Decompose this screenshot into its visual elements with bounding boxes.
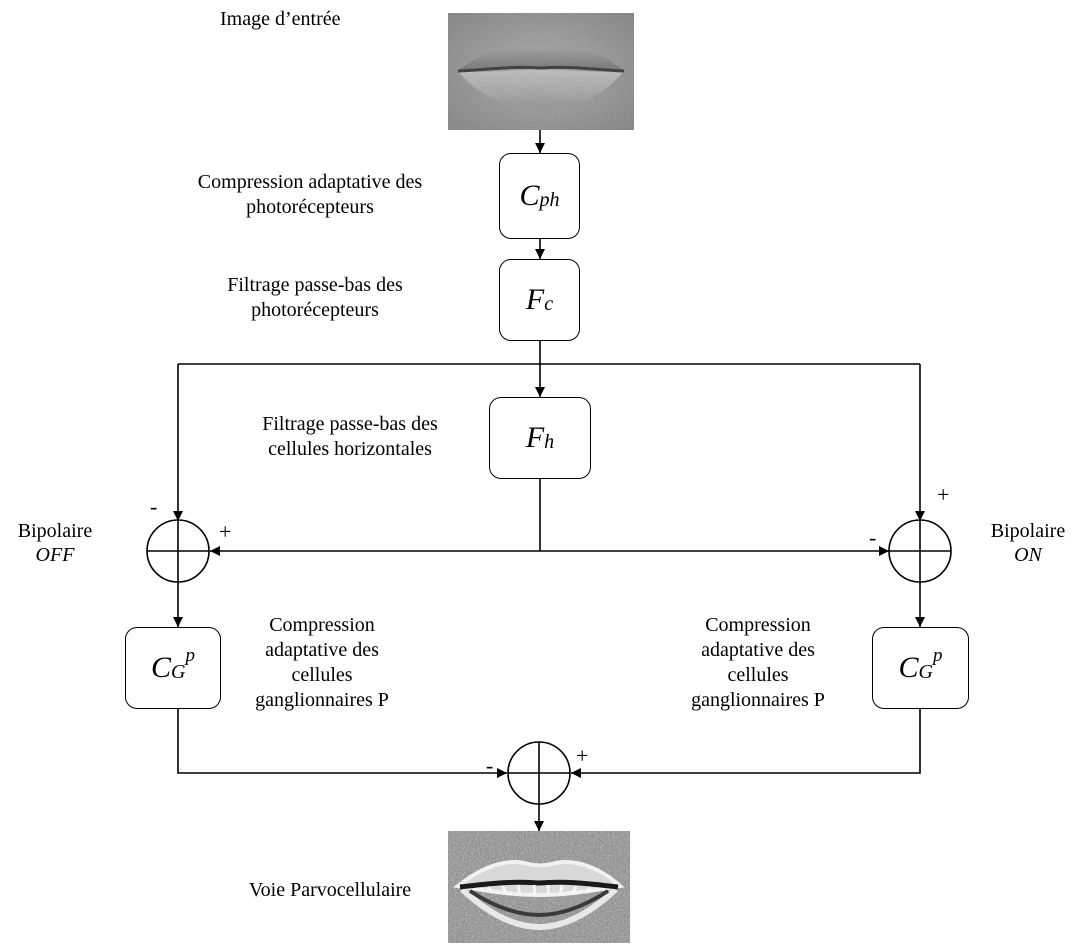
input-image-label: Image d’entrée [220, 8, 341, 30]
fc-label-line1: Filtrage passe-bas des [227, 274, 403, 296]
input-image [448, 13, 634, 130]
cph-subscript: ph [539, 188, 560, 211]
ganglion-label-left-line2: adaptative des [265, 639, 379, 661]
sign-off-plus: + [219, 519, 232, 544]
ganglion-label-right-line2: adaptative des [701, 639, 815, 661]
ganglion-label-right-line4: ganglionnaires P [691, 689, 825, 711]
cgp-right-subscript: G [918, 660, 933, 683]
output-image [448, 831, 630, 943]
sign-out-plus: + [576, 743, 589, 768]
cgp-right-superscript: p [932, 645, 943, 666]
ganglion-label-left-line3: cellules [291, 664, 353, 686]
bipolar-off-label-line2: OFF [35, 544, 75, 566]
cgp-right-symbol: C [898, 651, 919, 684]
sign-off-minus: - [150, 494, 158, 519]
sign-on-plus: + [937, 482, 950, 507]
cph-label-line2: photorécepteurs [246, 196, 374, 218]
fc-label-line2: photorécepteurs [251, 299, 379, 321]
ganglion-label-right-line1: Compression [705, 614, 811, 636]
fc-symbol: F [525, 283, 545, 316]
ganglion-label-left-line1: Compression [269, 614, 375, 636]
bipolar-on-label-line1: Bipolaire [990, 520, 1066, 542]
fh-subscript: h [544, 430, 555, 453]
sign-on-minus: - [869, 525, 877, 550]
ganglion-label-right-line3: cellules [727, 664, 789, 686]
ganglion-label-left-line4: ganglionnaires P [255, 689, 389, 711]
bipolar-off-label-line1: Bipolaire [17, 520, 93, 542]
fh-label-line2: cellules horizontales [268, 438, 432, 460]
arrow-left-cgp-to-final-sum [177, 709, 507, 778]
fh-symbol: F [525, 421, 545, 454]
fc-subscript: c [544, 292, 554, 315]
cgp-left-superscript: p [185, 645, 195, 666]
cph-label-line1: Compression adaptative des [197, 171, 423, 193]
bipolar-on-label-line2: ON [1014, 544, 1042, 566]
output-image-label: Voie Parvocellulaire [248, 879, 412, 901]
summing-junction-off [146, 519, 210, 583]
summing-junction-on [888, 519, 952, 583]
sign-out-minus: - [486, 753, 494, 778]
cgp-left-symbol: C [151, 651, 172, 684]
cgp-left-subscript: G [171, 660, 186, 683]
summing-junction-output [507, 741, 571, 805]
fh-label-line1: Filtrage passe-bas des [262, 413, 438, 435]
cph-symbol: C [519, 179, 540, 212]
arrow-right-cgp-to-final-sum [571, 709, 921, 778]
